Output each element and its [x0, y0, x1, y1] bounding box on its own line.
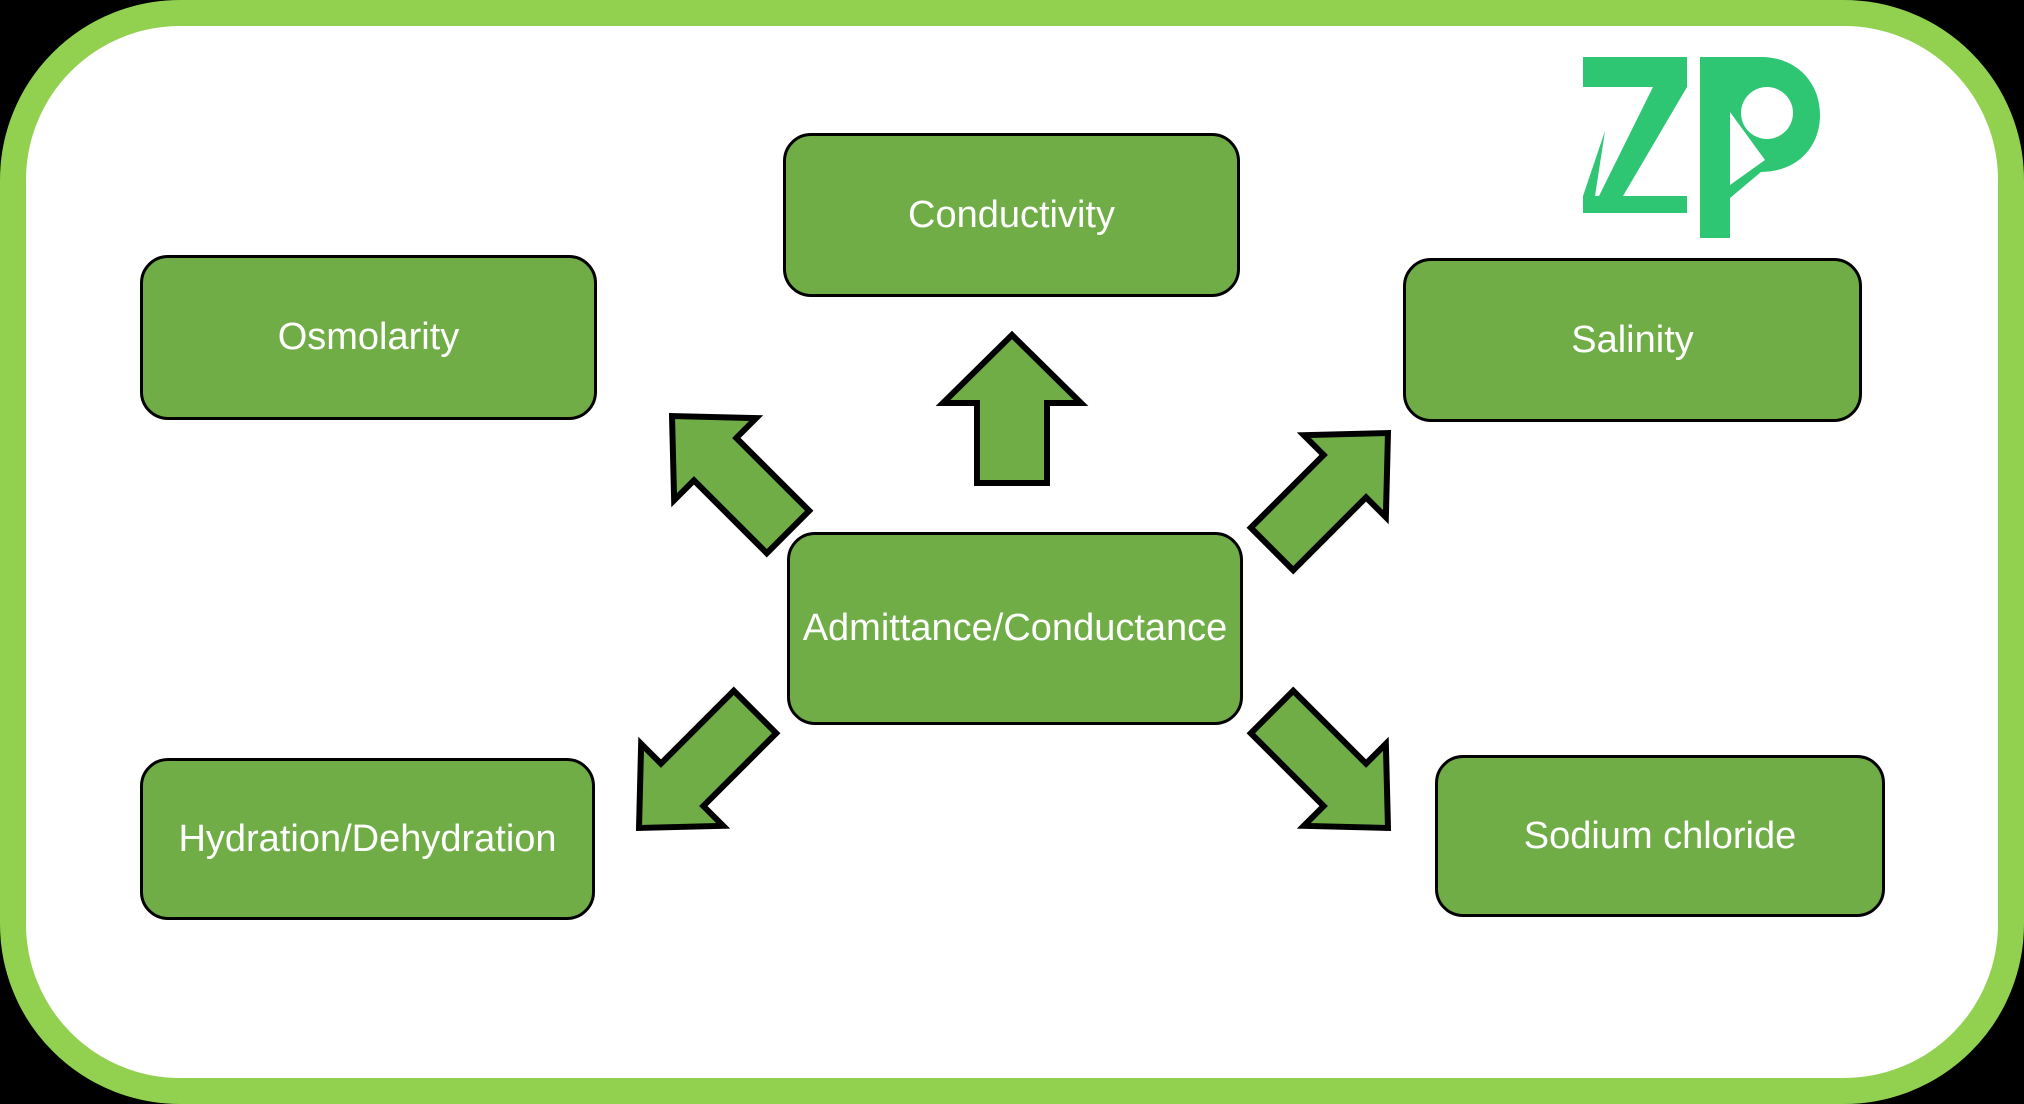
node-hydration-dehydration-label: Hydration/Dehydration: [178, 817, 557, 860]
node-salinity-label: Salinity: [1571, 318, 1694, 361]
node-sodium-chloride: Sodium chloride: [1435, 755, 1885, 917]
node-conductivity-label: Conductivity: [908, 193, 1115, 236]
node-sodium-chloride-label: Sodium chloride: [1523, 814, 1797, 857]
node-osmolarity-label: Osmolarity: [277, 316, 460, 358]
node-admittance-conductance: Admittance/Conductance: [787, 532, 1243, 725]
node-admittance-conductance-label: Admittance/Conductance: [802, 607, 1228, 649]
node-salinity: Salinity: [1403, 258, 1862, 422]
node-conductivity: Conductivity: [783, 133, 1240, 297]
node-hydration-dehydration: Hydration/Dehydration: [140, 758, 595, 920]
node-osmolarity: Osmolarity: [140, 255, 597, 420]
